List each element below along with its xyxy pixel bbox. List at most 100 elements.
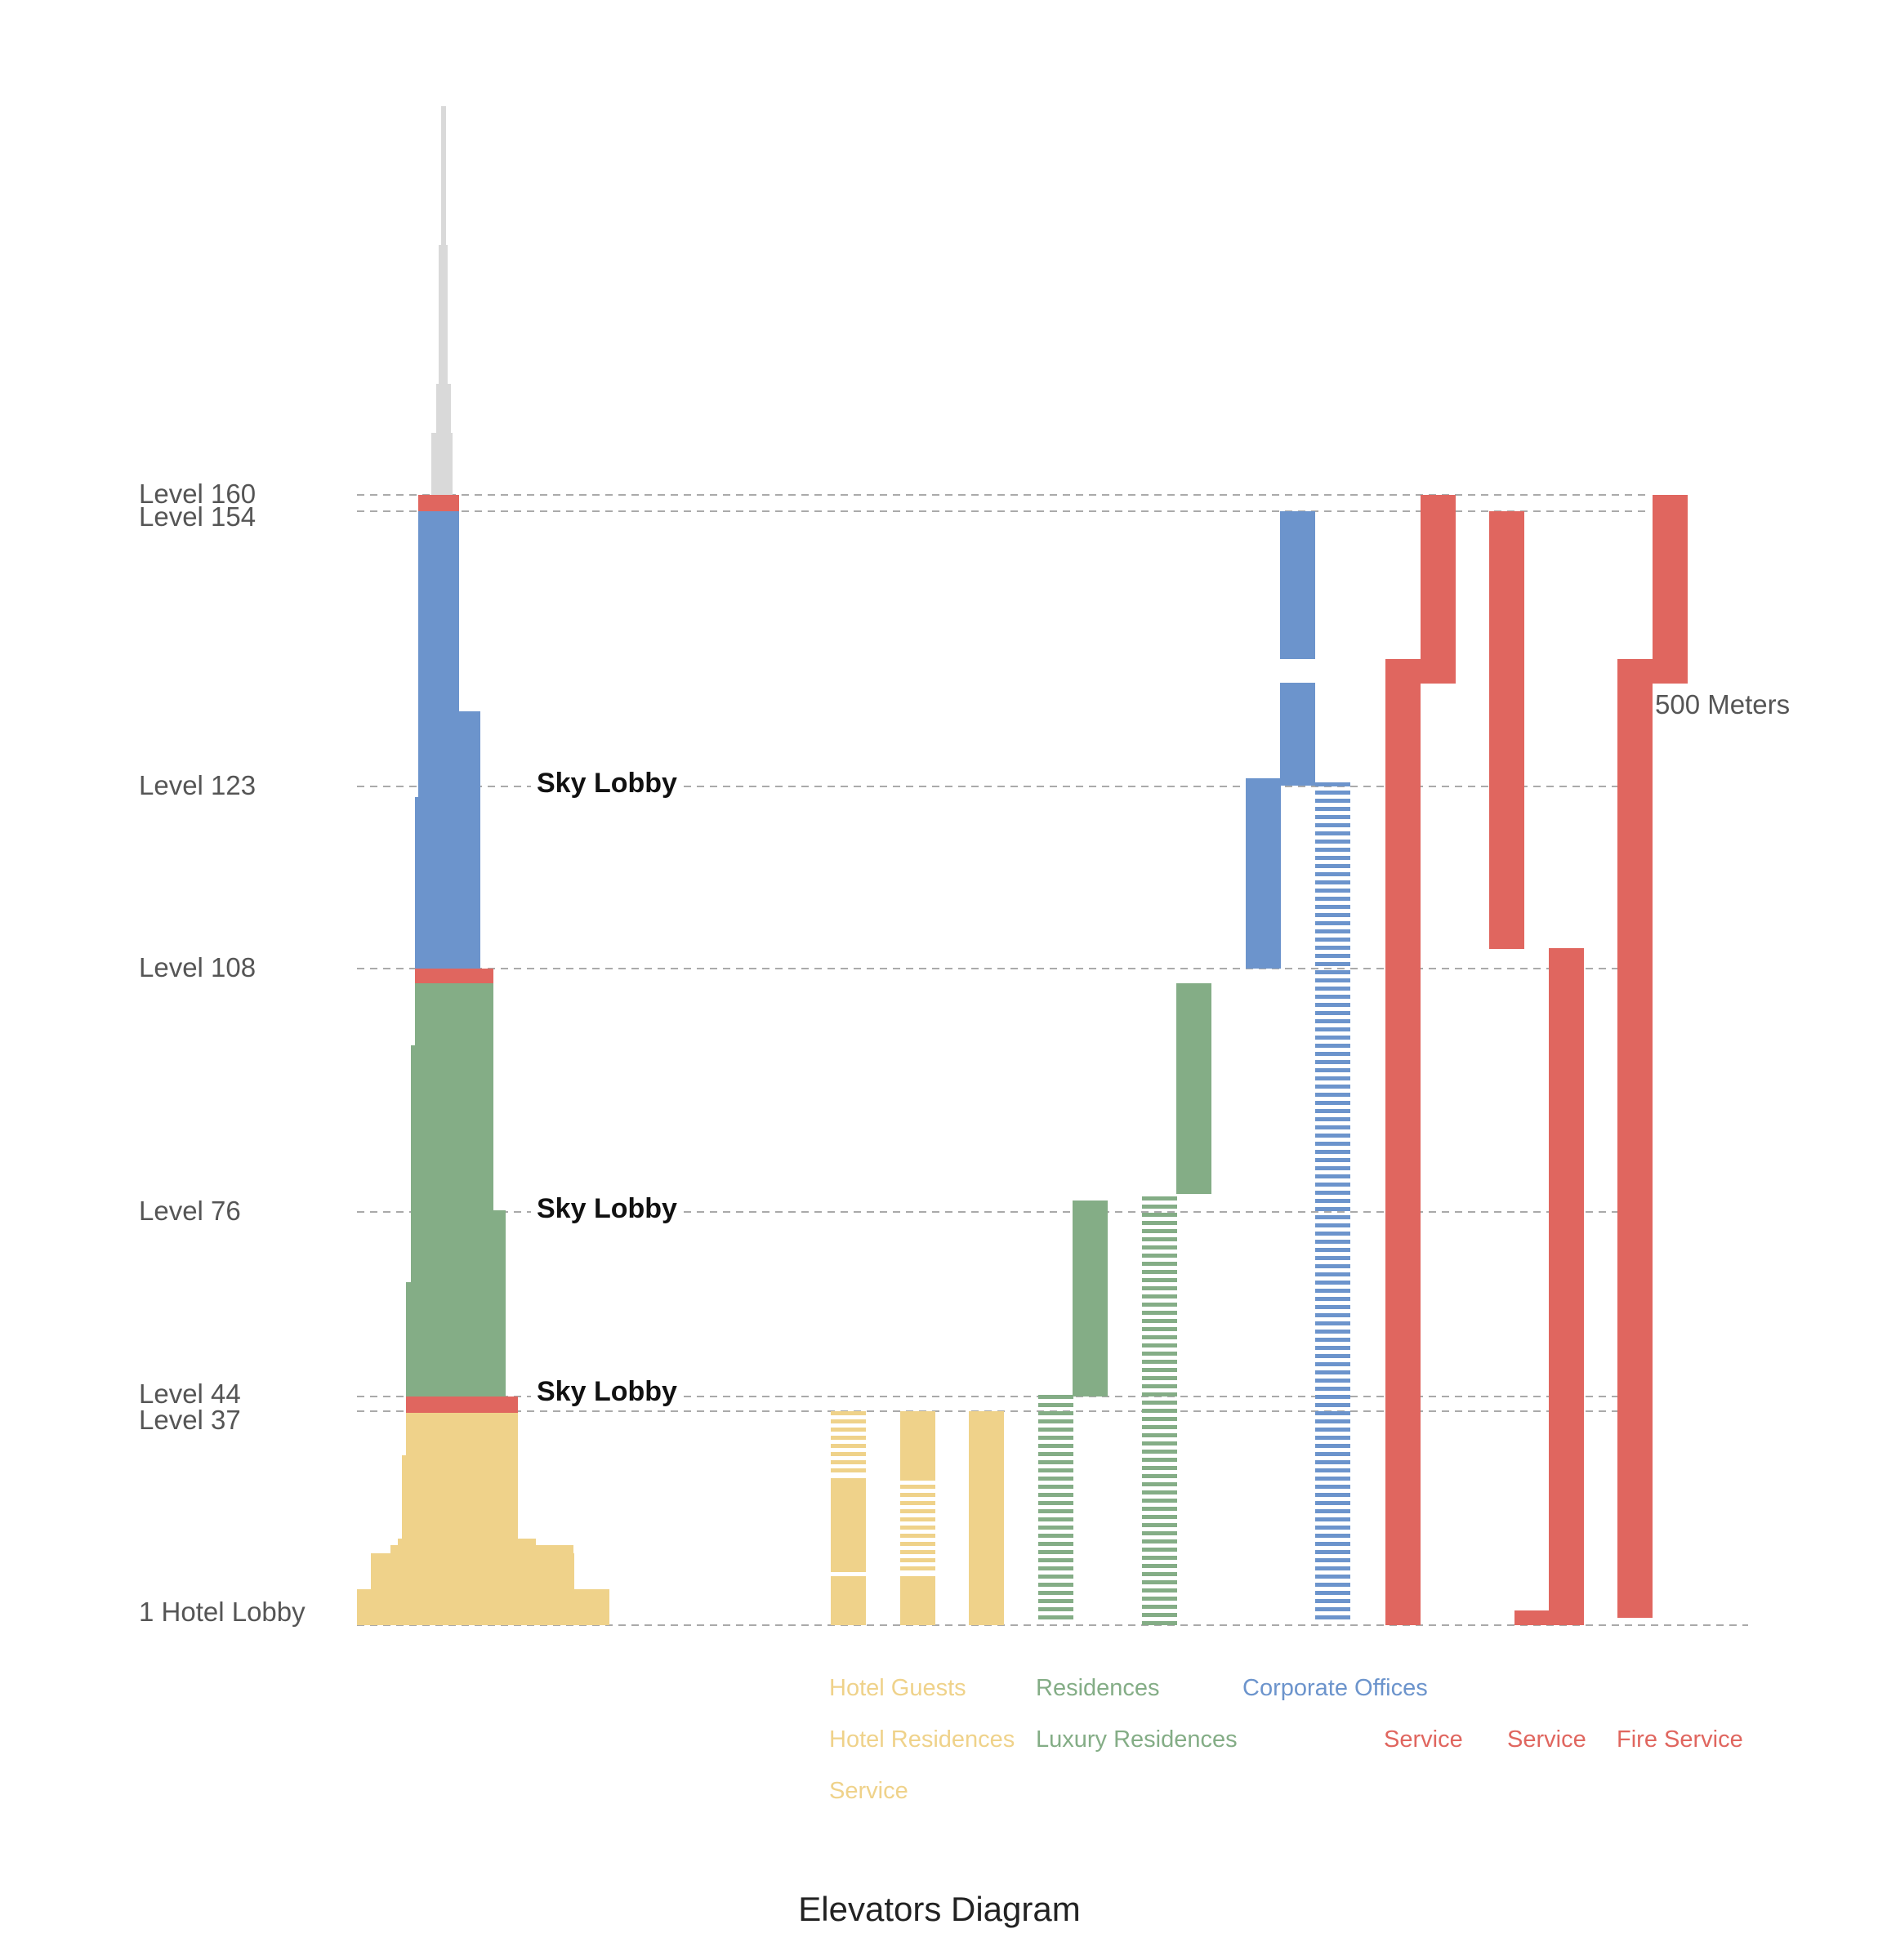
corporate-shaft-stripes-stripe xyxy=(1315,946,1350,950)
corporate-shaft-stripes-stripe xyxy=(1315,1207,1350,1211)
corporate-shaft-stripes-stripe xyxy=(1315,1338,1350,1342)
tower-service-bands xyxy=(406,495,518,1413)
hotel-shaft-1-upper xyxy=(831,1411,866,1472)
hotel-shaft-2-top xyxy=(900,1411,935,1477)
hotel-shaft-2-stripes-stripe xyxy=(900,1501,935,1505)
hotel-shaft-2-stripes-stripe xyxy=(900,1558,935,1562)
corporate-shaft-stripes-stripe xyxy=(1315,1281,1350,1285)
hotel-shaft-2-stripes-stripe xyxy=(900,1542,935,1546)
residences-shaft-1-stripe xyxy=(1038,1566,1073,1570)
corporate-shaft-stripes-stripe xyxy=(1315,1240,1350,1244)
sky-lobby-label-44: Sky Lobby xyxy=(537,1376,677,1407)
residences-shaft-3-stripe xyxy=(1142,1564,1177,1568)
residences-shaft-1-stripe xyxy=(1038,1395,1073,1399)
service-shaft-2-lower xyxy=(1549,948,1584,1618)
corporate-shaft-stripes-stripe xyxy=(1315,1134,1350,1138)
corporate-shaft-stripes-stripe xyxy=(1315,1591,1350,1595)
residences-shaft-3-stripe xyxy=(1142,1343,1177,1348)
corporate-shaft-1-upper xyxy=(1280,511,1315,659)
corporate-shaft-stripes-stripe xyxy=(1315,1330,1350,1334)
level-labels: Level 160 Level 154 Level 123 Level 108 … xyxy=(139,479,306,1627)
level-label-108: Level 108 xyxy=(139,952,256,982)
residences-shaft-1-stripe xyxy=(1038,1477,1073,1481)
residences-shaft-3-stripe xyxy=(1142,1327,1177,1331)
corporate-shaft-stripes-stripe xyxy=(1315,1607,1350,1611)
corporate-shaft-stripes-stripe xyxy=(1315,1575,1350,1579)
corporate-shaft-stripes-stripe xyxy=(1315,1085,1350,1089)
hotel-shaft-2-stripes-stripe xyxy=(900,1485,935,1489)
corporate-shaft-stripes-stripe xyxy=(1315,954,1350,958)
corporate-shaft-stripes-stripe xyxy=(1315,1052,1350,1056)
residences-shaft-3-stripe xyxy=(1142,1621,1177,1625)
hotel-shaft-1-upper-stripe xyxy=(831,1411,866,1415)
hotel-shaft-2-stripes-stripe xyxy=(900,1534,935,1538)
residences-shaft-3-stripe xyxy=(1142,1401,1177,1405)
residences-shaft-1-stripe xyxy=(1038,1493,1073,1497)
corporate-shaft-stripes-stripe xyxy=(1315,880,1350,884)
corporate-shaft-stripes-stripe xyxy=(1315,1199,1350,1203)
corporate-shaft-stripes-stripe xyxy=(1315,1174,1350,1178)
residences-shaft-3-stripe xyxy=(1142,1286,1177,1290)
level-label-123: Level 123 xyxy=(139,770,256,800)
corporate-shaft-stripes-stripe xyxy=(1315,1289,1350,1293)
corporate-shaft-stripes-stripe xyxy=(1315,1517,1350,1521)
level-label-hotel-lobby: 1 Hotel Lobby xyxy=(139,1597,306,1627)
corporate-shaft-stripes-stripe xyxy=(1315,1305,1350,1309)
residences-shaft-3-stripe xyxy=(1142,1531,1177,1535)
level-label-160: Level 160 xyxy=(139,479,256,509)
level-label-37: Level 37 xyxy=(139,1405,241,1435)
corporate-shaft-stripes-stripe xyxy=(1315,1493,1350,1497)
legend-luxury-residences: Luxury Residences xyxy=(1036,1726,1238,1753)
residences-shaft-3-stripe xyxy=(1142,1221,1177,1225)
corporate-shaft-stripes-stripe xyxy=(1315,1248,1350,1252)
corporate-shaft-stripes-stripe xyxy=(1315,1321,1350,1325)
service-shaft-1-top xyxy=(1421,495,1456,684)
residences-shaft-1-stripe xyxy=(1038,1468,1073,1472)
residences-shaft-3-stripe xyxy=(1142,1311,1177,1315)
residences-shaft-3-stripe xyxy=(1142,1392,1177,1396)
corporate-shaft-stripes-stripe xyxy=(1315,1615,1350,1619)
corporate-shaft-1-lower xyxy=(1280,683,1315,786)
corporate-shaft-stripes-stripe xyxy=(1315,1215,1350,1219)
corporate-shaft-stripes-stripe xyxy=(1315,799,1350,803)
corporate-shaft-stripes-stripe xyxy=(1315,1403,1350,1407)
tower-corporate-section xyxy=(415,511,480,969)
corporate-shaft-stripes-stripe xyxy=(1315,1558,1350,1562)
corporate-shaft-stripes xyxy=(1315,782,1350,1619)
corporate-shaft-stripes-stripe xyxy=(1315,1501,1350,1505)
residences-shaft-3-stripe xyxy=(1142,1613,1177,1617)
residences-shaft-3-stripe xyxy=(1142,1507,1177,1511)
corporate-shaft-stripes-stripe xyxy=(1315,987,1350,991)
corporate-shaft-stripes-stripe xyxy=(1315,1036,1350,1040)
corporate-shaft-stripes-stripe xyxy=(1315,1509,1350,1513)
corporate-shaft-stripes-stripe xyxy=(1315,1101,1350,1105)
corporate-shaft-stripes-stripe xyxy=(1315,1583,1350,1587)
residences-shaft-1-stripe xyxy=(1038,1534,1073,1538)
residences-shaft-3-stripe xyxy=(1142,1499,1177,1503)
service-shaft-1-joint xyxy=(1385,659,1456,684)
hotel-shaft-1-upper-stripe xyxy=(831,1436,866,1440)
corporate-shaft-stripes-stripe xyxy=(1315,872,1350,876)
corporate-shaft-stripes-stripe xyxy=(1315,823,1350,827)
level-label-154: Level 154 xyxy=(139,501,256,532)
residences-shaft-1-stripe xyxy=(1038,1550,1073,1554)
residences-shaft-3-stripe xyxy=(1142,1205,1177,1209)
residences-shaft-3-stripe xyxy=(1142,1303,1177,1307)
residences-shaft-1 xyxy=(1038,1395,1073,1619)
residences-shaft-3-stripe xyxy=(1142,1376,1177,1380)
corporate-shaft-stripes-stripe xyxy=(1315,1093,1350,1097)
corporate-shaft-stripes-stripe xyxy=(1315,1313,1350,1317)
residences-shaft-3-stripe xyxy=(1142,1490,1177,1494)
residences-shaft-3-stripe xyxy=(1142,1270,1177,1274)
corporate-shaft-stripes-stripe xyxy=(1315,1444,1350,1448)
hotel-shaft-2-stripes xyxy=(900,1477,935,1570)
corporate-shaft-stripes-stripe xyxy=(1315,1354,1350,1358)
legend-hotel-service: Service xyxy=(829,1778,908,1804)
corporate-shaft-stripes-stripe xyxy=(1315,1550,1350,1554)
legend-hotel-guests: Hotel Guests xyxy=(829,1675,966,1701)
residences-shaft-4 xyxy=(1176,983,1211,1194)
fire-service-shaft-main xyxy=(1617,659,1653,1618)
corporate-shaft-stripes-stripe xyxy=(1315,1566,1350,1570)
hotel-shaft-1-mid xyxy=(831,1478,866,1572)
corporate-shaft-stripes-stripe xyxy=(1315,889,1350,893)
